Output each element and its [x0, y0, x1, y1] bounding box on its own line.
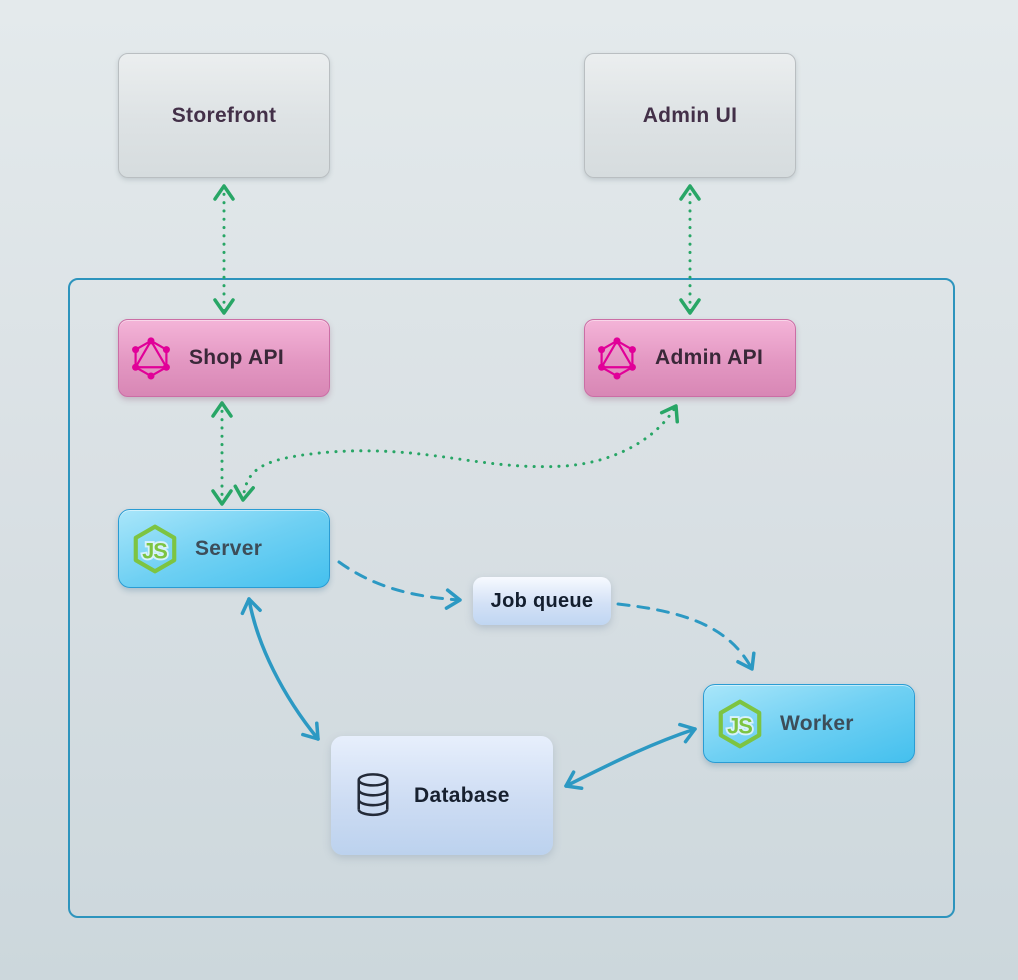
node-storefront: Storefront	[118, 53, 330, 178]
graphql-icon	[129, 336, 173, 380]
node-admin-api: Admin API	[584, 319, 796, 397]
worker-label: Worker	[780, 711, 854, 735]
node-database: Database	[331, 736, 553, 855]
server-label: Server	[195, 536, 263, 560]
database-icon	[350, 770, 396, 822]
shop-api-label: Shop API	[189, 346, 284, 369]
graphql-icon	[595, 336, 639, 380]
job-queue-label: Job queue	[490, 589, 594, 612]
node-shop-api: Shop API	[118, 319, 330, 397]
svg-text:JS: JS	[727, 713, 752, 738]
database-label: Database	[414, 783, 510, 807]
admin-ui-label: Admin UI	[642, 103, 738, 127]
node-job-queue: Job queue	[473, 577, 611, 625]
nodejs-icon: JS	[129, 523, 181, 575]
svg-text:JS: JS	[142, 538, 167, 563]
backend-group-box	[68, 278, 955, 918]
storefront-label: Storefront	[171, 103, 277, 127]
node-admin-ui: Admin UI	[584, 53, 796, 178]
node-worker: JS Worker	[703, 684, 915, 763]
node-server: JS Server	[118, 509, 330, 588]
nodejs-icon: JS	[714, 698, 766, 750]
admin-api-label: Admin API	[655, 346, 764, 369]
